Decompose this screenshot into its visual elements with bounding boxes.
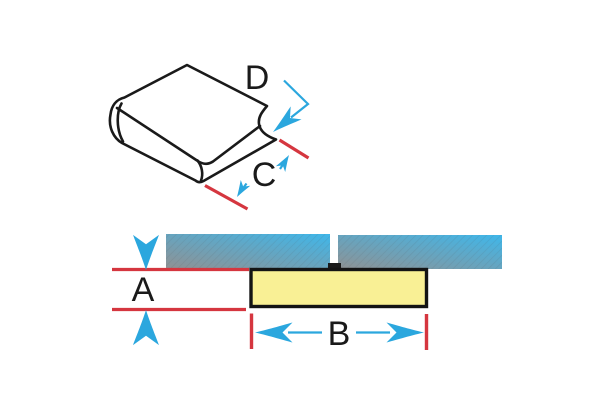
isometric-view: D C: [108, 59, 310, 211]
a-arrowhead-up-icon: [133, 310, 159, 346]
component-body: [249, 267, 429, 309]
c-extension-line-lower: [204, 184, 249, 211]
label-b: B: [328, 315, 351, 353]
section-view: A B: [112, 234, 502, 353]
chip-spine-inner-curve: [116, 102, 125, 143]
c-arrowhead-lower-icon: [232, 180, 251, 200]
c-arrowhead-upper-icon: [275, 152, 294, 172]
chip-body-outline: [108, 63, 278, 184]
a-arrowhead-down-icon: [133, 234, 159, 270]
pad-right-hatch-texture: [338, 235, 502, 269]
label-d: D: [245, 59, 270, 97]
d-arrowhead-icon: [267, 106, 302, 139]
label-c: C: [252, 156, 277, 194]
label-a: A: [132, 271, 155, 309]
pad-left-hatch-texture: [166, 234, 330, 268]
chip-front-corner-curve: [196, 159, 204, 182]
d-leader-line: [283, 79, 310, 119]
b-arrowhead-left-icon: [255, 322, 293, 343]
c-extension-line-upper: [278, 138, 310, 160]
center-bump: [328, 263, 341, 271]
b-arrowhead-right-icon: [386, 322, 424, 343]
